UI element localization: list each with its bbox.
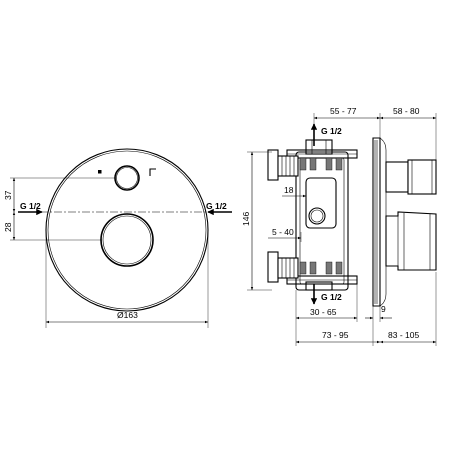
cover-plate-outline	[45, 148, 209, 312]
inlet-top-label: G 1/2	[321, 126, 342, 136]
diverter-handle	[114, 165, 140, 191]
lower-outlet-connection	[267, 251, 343, 283]
dim-55-77-label: 55 - 77	[330, 106, 357, 116]
diverter-handle-inner	[116, 167, 138, 189]
dim-diameter-label: Ø163	[117, 310, 138, 320]
inlet-left-label: G 1/2	[20, 201, 41, 211]
dim-18-label: 18	[284, 185, 294, 195]
overhead-shower-symbol	[149, 168, 156, 176]
front-view: G 1/2 G 1/2 37 28 Ø163	[3, 148, 232, 328]
valve-body	[286, 139, 358, 291]
dim-30-65-label: 30 - 65	[310, 307, 337, 317]
dim-37-label: 37	[3, 190, 13, 200]
dim-28-label: 28	[3, 222, 13, 232]
dim-73-95-label: 73 - 95	[322, 330, 349, 340]
side-view: G 1/2 G 1/2 55 - 77 58 - 80 146 18 5 - 4…	[241, 106, 437, 346]
side-thermostat-handle	[385, 211, 437, 271]
dim-9-label: 9	[381, 304, 386, 314]
dim-58-80-label: 58 - 80	[393, 106, 420, 116]
thermostat-handle-inner	[102, 215, 152, 265]
wall-plate	[372, 137, 381, 307]
dim-83-105-label: 83 - 105	[388, 330, 419, 340]
dim-146-label: 146	[241, 212, 251, 226]
inlet-right-label: G 1/2	[206, 201, 227, 211]
outlet-bottom-label: G 1/2	[321, 292, 342, 302]
side-diverter-handle	[385, 159, 437, 195]
handshower-symbol	[98, 170, 102, 174]
cover-plate-inner-edge	[47, 150, 207, 310]
dim-5-40-label: 5 - 40	[272, 227, 294, 237]
thermostat-handle	[100, 213, 154, 267]
upper-inlet-connection	[267, 149, 343, 181]
